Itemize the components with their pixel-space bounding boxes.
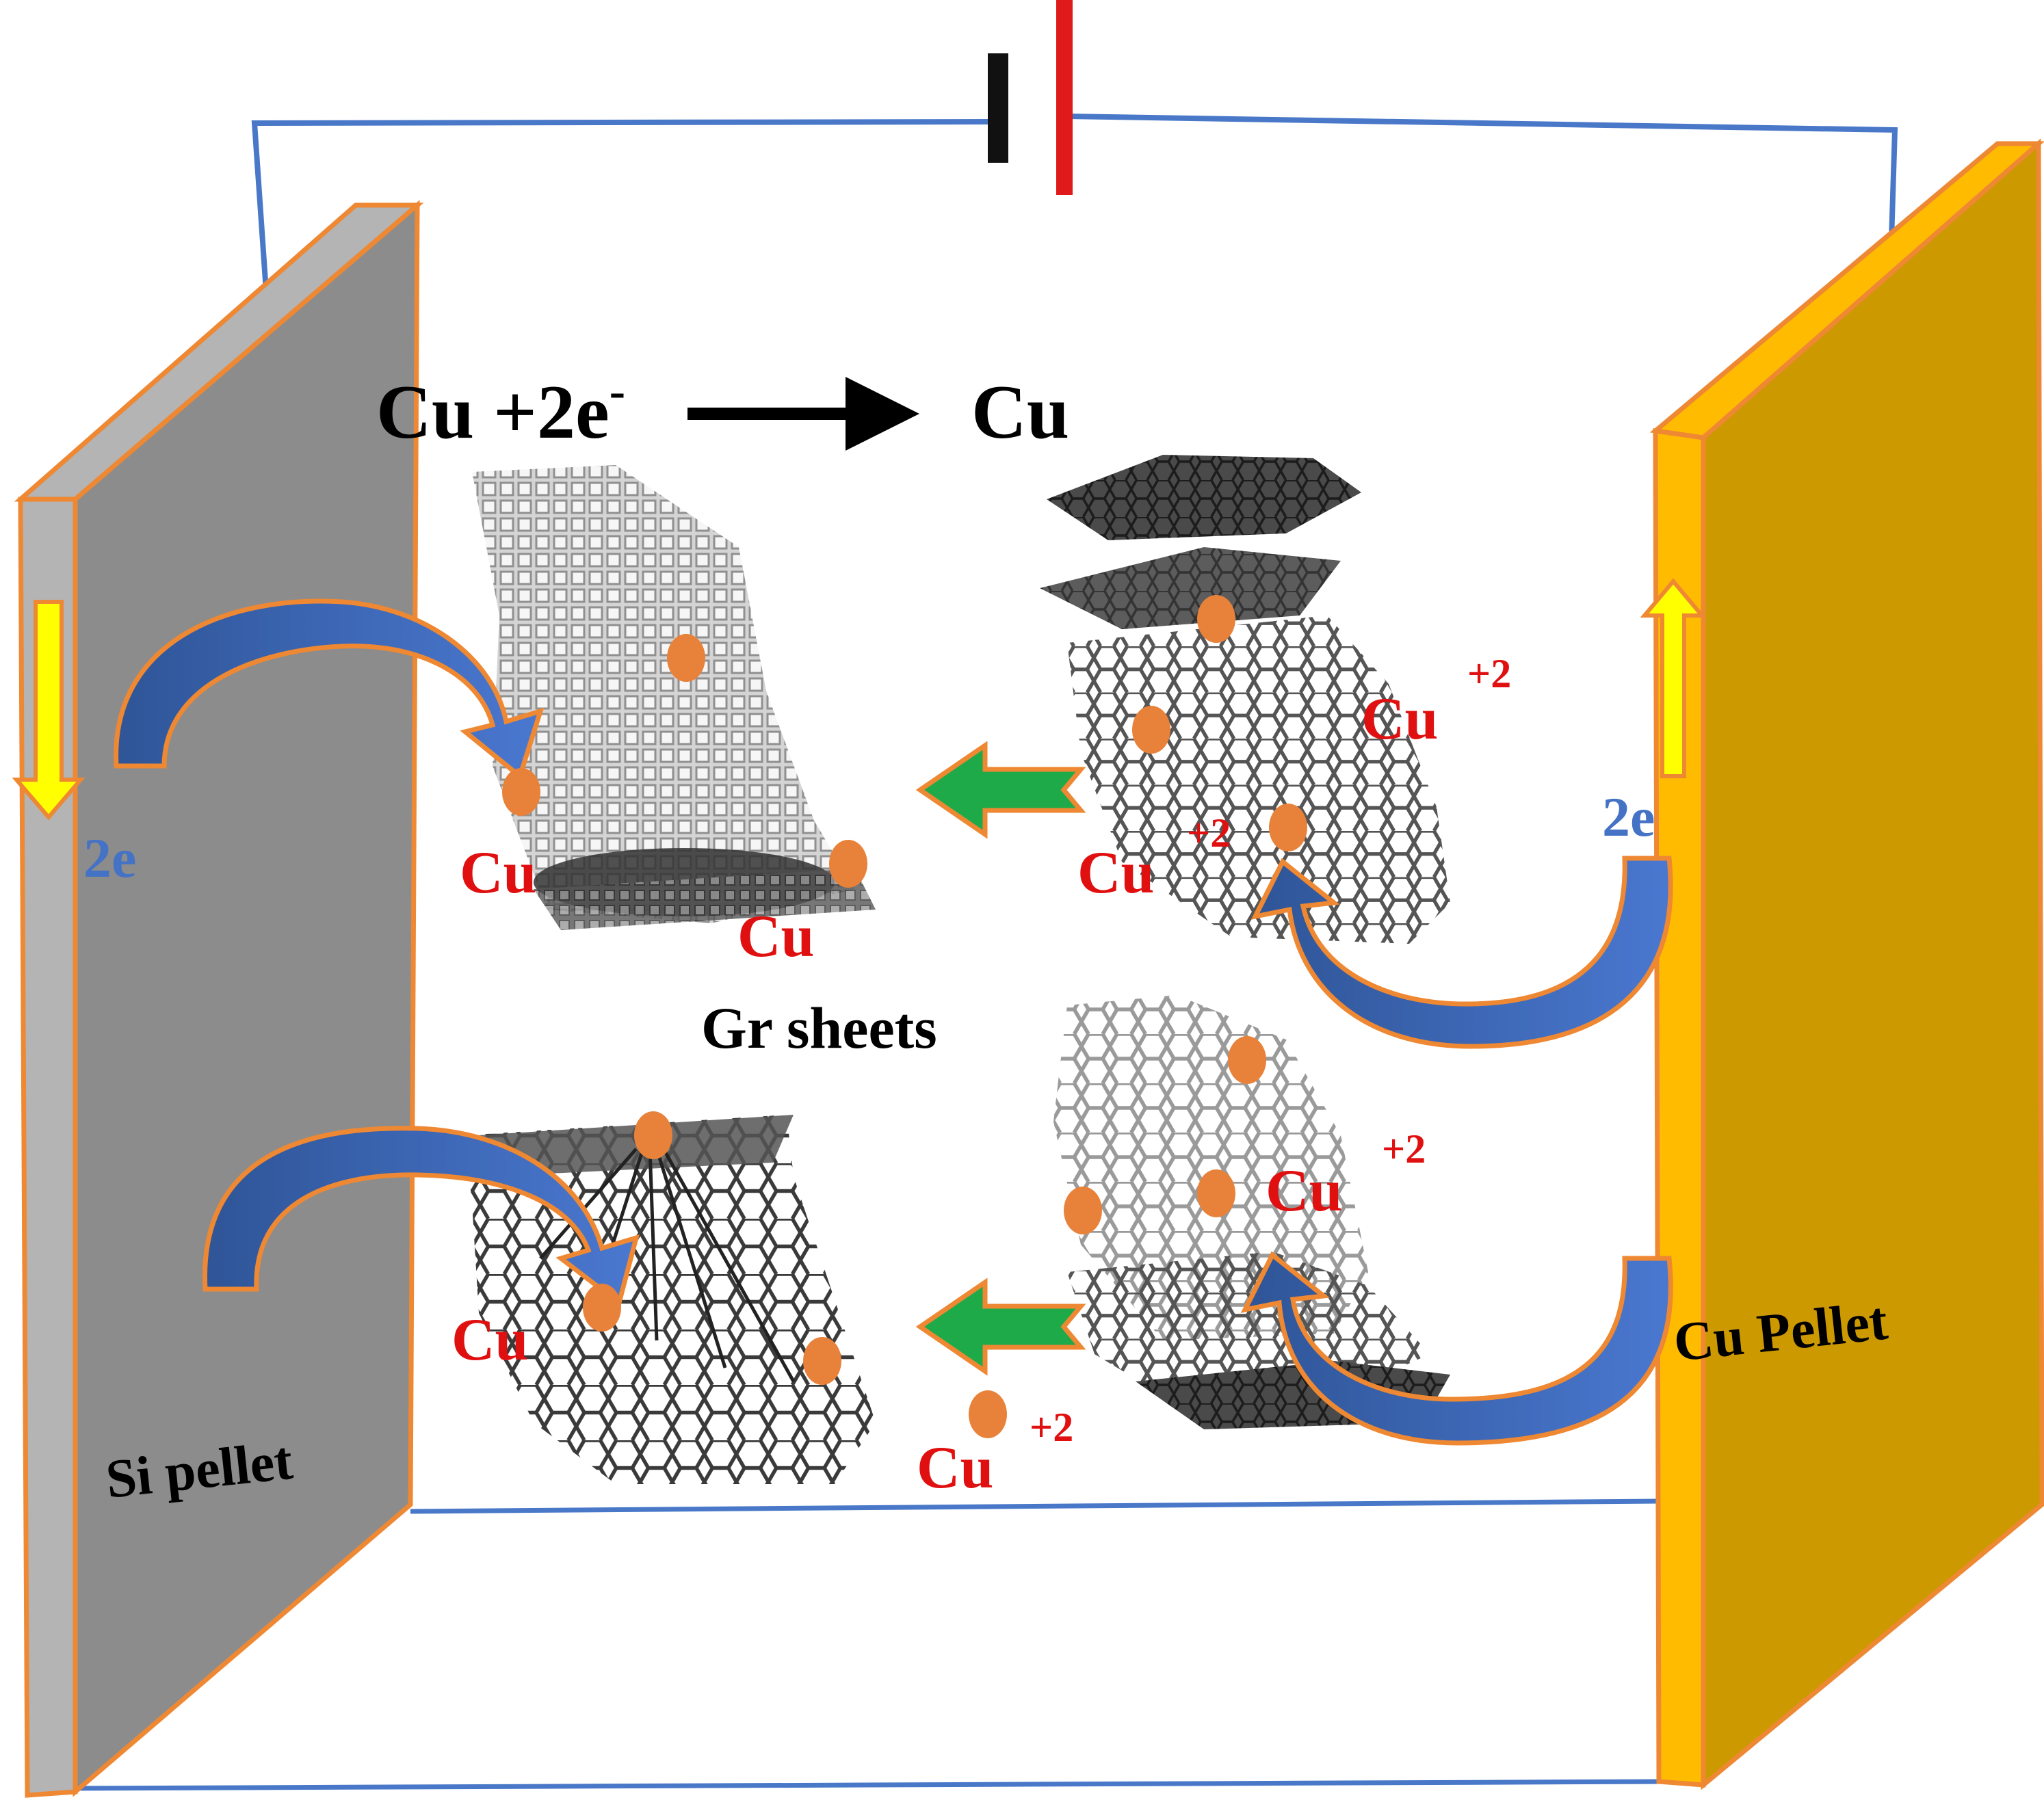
battery-icon xyxy=(988,0,1073,195)
battery-positive-plate xyxy=(1056,0,1073,195)
electron-flow-arrow-icon xyxy=(1240,1251,1673,1446)
electron-flow-arrow-icon xyxy=(202,1126,640,1307)
cu-ion-label: Cu xyxy=(1266,1158,1343,1224)
copper-particle-icon xyxy=(1197,1169,1235,1217)
top-wire-right xyxy=(1066,114,1898,240)
graphene-sheet-icon xyxy=(1040,455,1450,944)
copper-particle-icon xyxy=(829,840,867,888)
ion-charge-label: +2 xyxy=(1030,1405,1073,1450)
electron-flow-arrow-icon xyxy=(114,598,545,780)
container-back-bottom xyxy=(410,1498,1663,1514)
graphene-sheet-icon xyxy=(1053,995,1450,1429)
reaction-equation-rhs: Cu xyxy=(971,370,1069,455)
cu-pellet-electrode xyxy=(1640,138,2044,1790)
container-front-bottom xyxy=(75,1779,1670,1791)
ion-charge-label: +2 xyxy=(1467,651,1511,696)
ion-charge-label: +2 xyxy=(1382,1126,1426,1172)
graphene-sheet-icon xyxy=(472,465,876,930)
reaction-equation-lhs: Cu +2e- xyxy=(376,365,625,455)
electron-flow-arrow-icon xyxy=(1250,856,1673,1049)
cell-container xyxy=(75,114,1898,1791)
cu-ion-label: Cu xyxy=(917,1435,994,1501)
current-arrow-icon xyxy=(1640,578,1707,778)
si-pellet-electrode xyxy=(12,200,424,1798)
ion-migration-arrow-icon xyxy=(915,741,1086,839)
copper-particles xyxy=(502,595,1307,1438)
cu-label: Cu xyxy=(737,903,815,970)
copper-particle-icon xyxy=(1197,595,1235,643)
electron-label-right: 2e xyxy=(1602,786,1655,848)
copper-particle-icon xyxy=(969,1390,1007,1438)
current-arrow-icon xyxy=(12,600,86,821)
copper-particle-icon xyxy=(583,1284,621,1332)
copper-particle-icon xyxy=(1228,1036,1266,1084)
copper-particle-icon xyxy=(1132,706,1170,754)
copper-particle-icon xyxy=(634,1111,672,1159)
ion-migration-arrow-icon xyxy=(915,1278,1086,1376)
cu-label: Cu xyxy=(460,840,537,906)
cu-label: Cu xyxy=(451,1307,529,1373)
copper-particle-icon xyxy=(667,634,705,682)
top-wire xyxy=(251,119,996,302)
gr-sheets-label: Gr sheets xyxy=(701,995,937,1061)
copper-particle-icon xyxy=(1269,804,1307,851)
copper-particle-icon xyxy=(1064,1187,1102,1234)
cu-ion-label: Cu xyxy=(1361,686,1439,752)
cu-ion-label: Cu xyxy=(1077,840,1155,906)
ion-charge-label: +2 xyxy=(1187,810,1231,856)
electron-label-left: 2e xyxy=(83,827,136,889)
copper-particle-icon xyxy=(502,768,540,816)
battery-negative-plate xyxy=(988,53,1008,163)
copper-particle-icon xyxy=(803,1337,841,1385)
